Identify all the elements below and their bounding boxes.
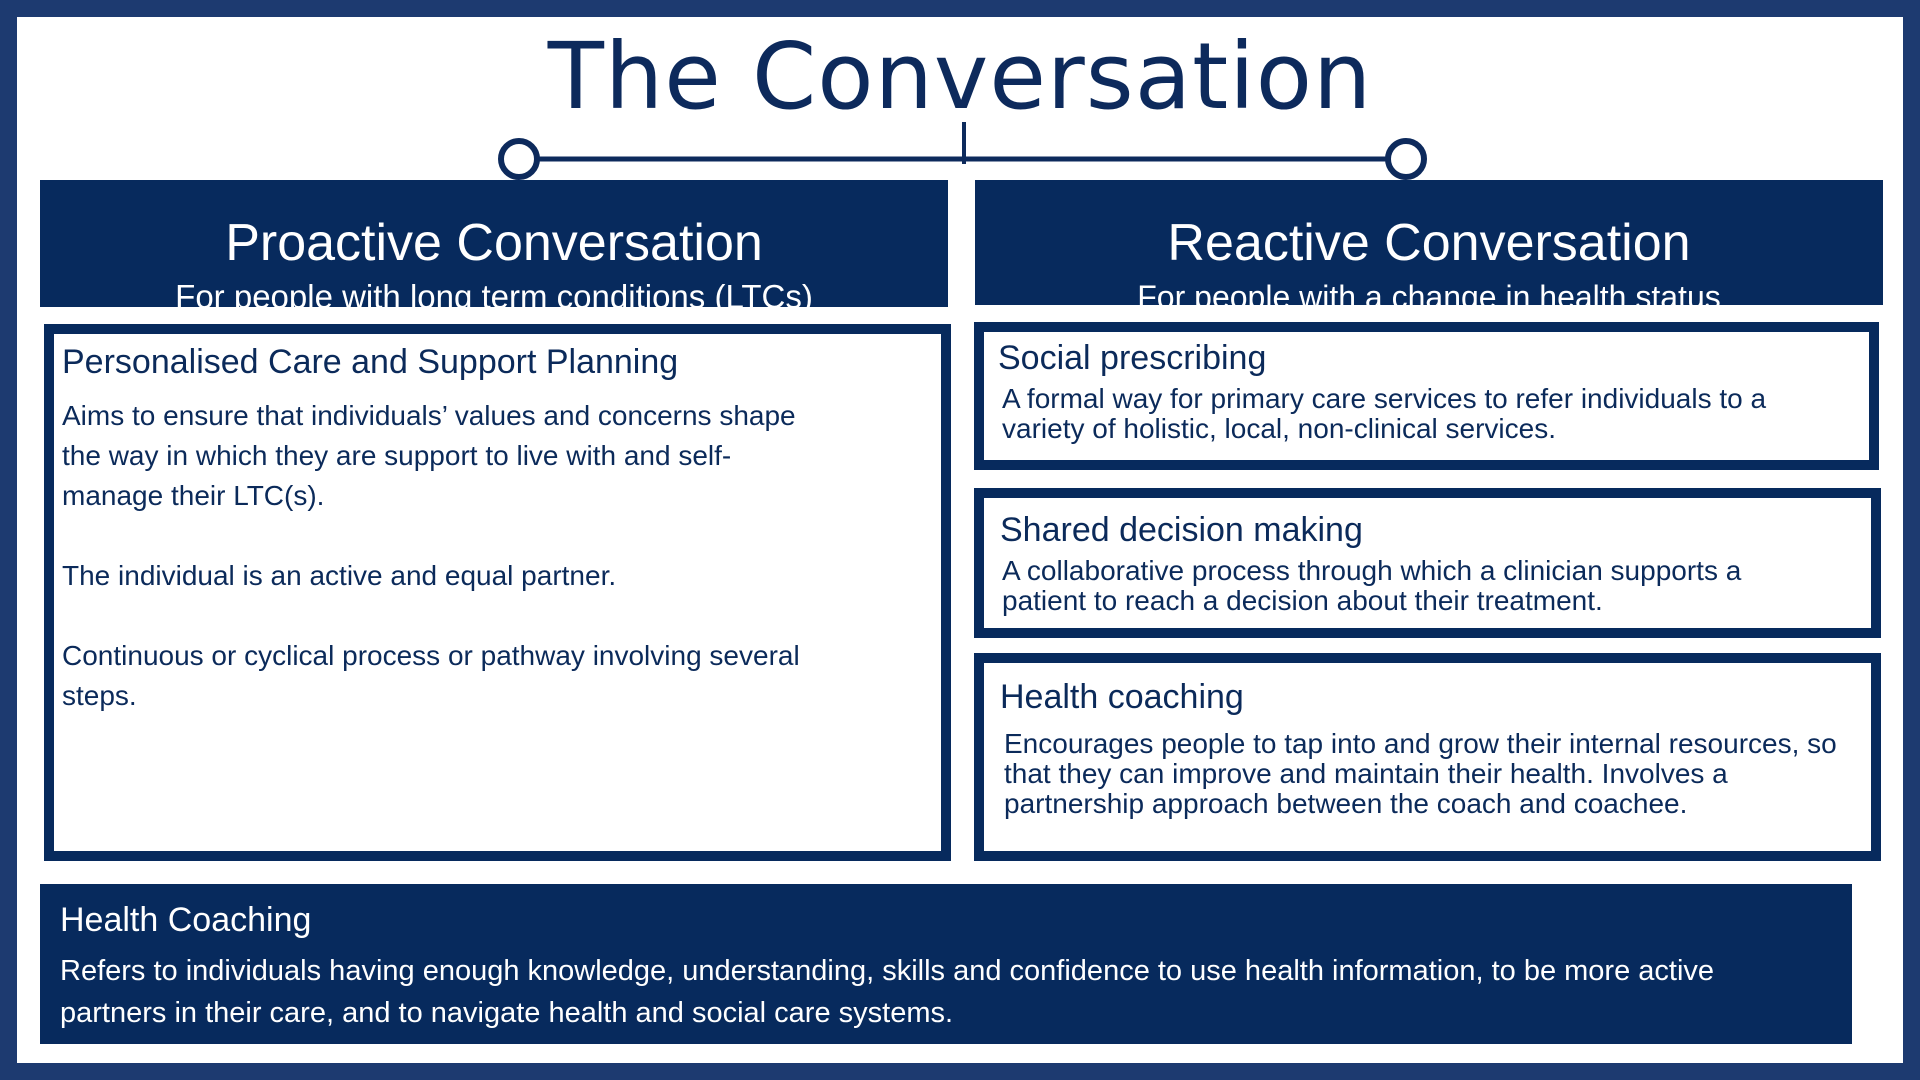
health-coaching-box: Health coaching Encourages people to tap… (974, 653, 1881, 861)
reactive-subtitle: For people with a change in health statu… (1137, 279, 1721, 315)
left-node-circle (498, 138, 540, 180)
personalised-care-paragraph: The individual is an active and equal pa… (62, 560, 617, 591)
health-literacy-banner: Health Coaching Refers to individuals ha… (40, 884, 1852, 1044)
shared-decision-title: Shared decision making (1000, 511, 1363, 549)
right-node-circle (1385, 138, 1427, 180)
shared-decision-box: Shared decision making A collaborative p… (974, 488, 1881, 638)
shared-decision-body: A collaborative process through which a … (1002, 555, 1742, 616)
health-coaching-title: Health coaching (1000, 678, 1244, 716)
banner-body: Refers to individuals having enough know… (60, 955, 1715, 1029)
proactive-subtitle: For people with long term conditions (LT… (175, 278, 813, 315)
personalised-care-box: Personalised Care and Support Planning A… (44, 324, 951, 861)
social-prescribing-body: A formal way for primary care services t… (1002, 383, 1767, 444)
page-title: The Conversation (547, 23, 1373, 130)
reactive-header: Reactive Conversation For people with a … (975, 180, 1883, 315)
banner-title: Health Coaching (60, 901, 312, 939)
social-prescribing-title: Social prescribing (998, 339, 1267, 377)
health-coaching-body: Encourages people to tap into and grow t… (1004, 728, 1837, 819)
proactive-title: Proactive Conversation (225, 214, 763, 272)
personalised-care-title: Personalised Care and Support Planning (62, 343, 679, 381)
proactive-header: Proactive Conversation For people with l… (40, 180, 948, 315)
connector-line (498, 122, 1427, 180)
social-prescribing-box: Social prescribing A formal way for prim… (974, 322, 1879, 470)
personalised-care-paragraph: Continuous or cyclical process or pathwa… (62, 640, 800, 711)
reactive-title: Reactive Conversation (1167, 214, 1691, 272)
personalised-care-body: Aims to ensure that individuals’ values … (54, 394, 941, 716)
personalised-care-paragraph: Aims to ensure that individuals’ values … (62, 400, 796, 511)
banner-arrow-shape (40, 884, 1852, 1044)
